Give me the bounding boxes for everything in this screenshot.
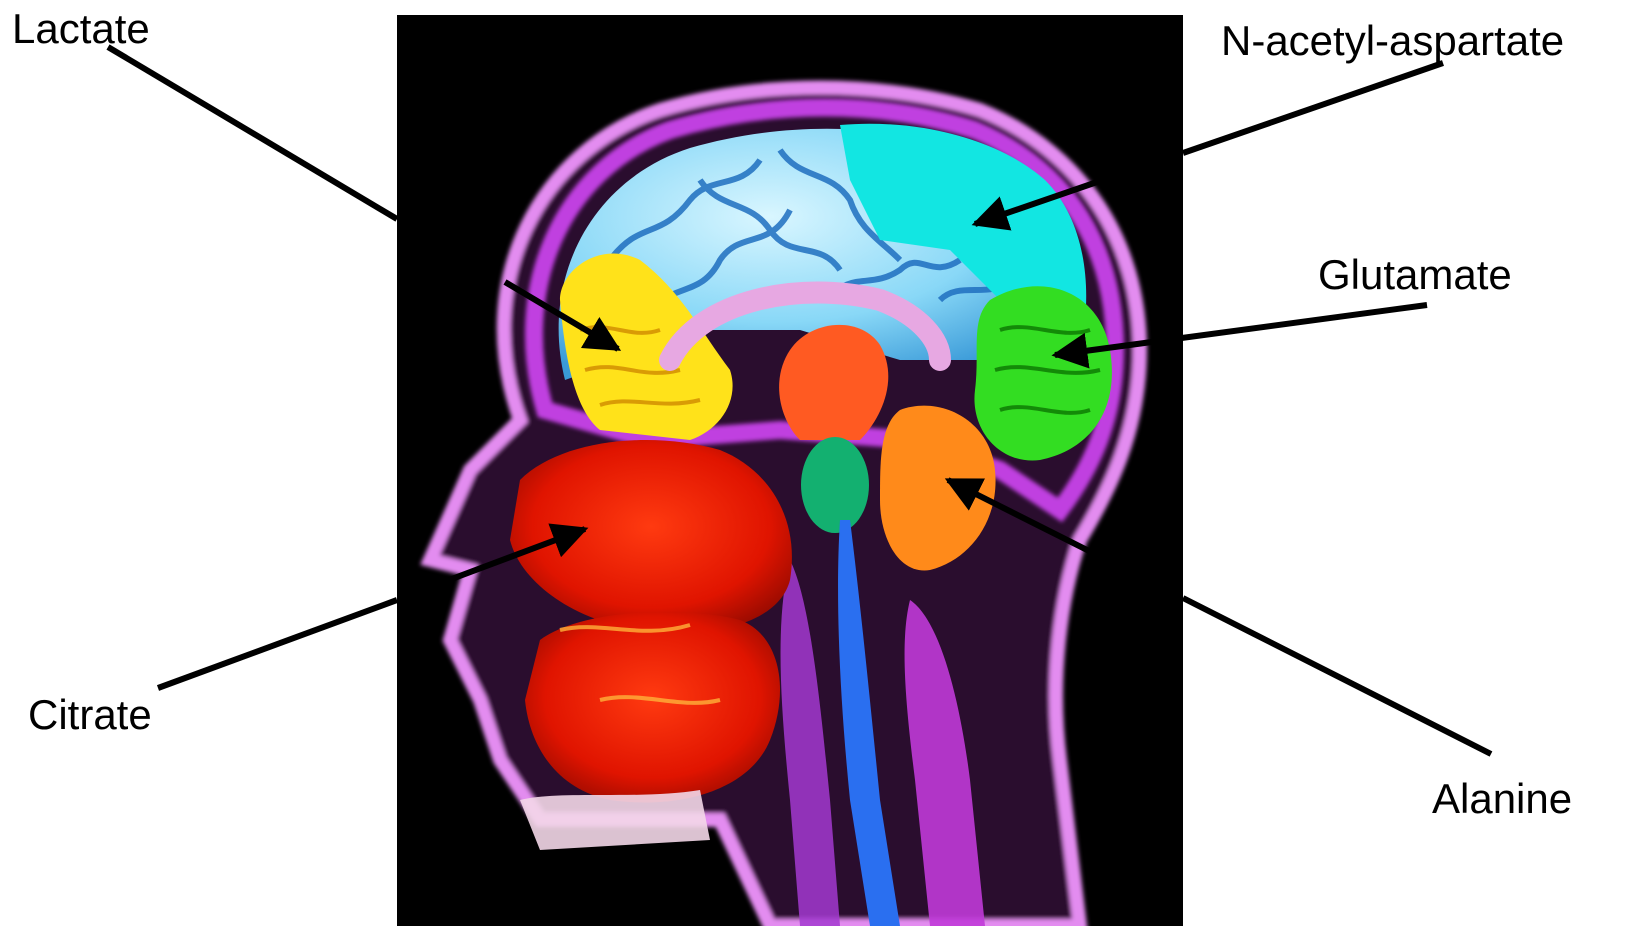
- label-lactate: Lactate: [12, 8, 150, 50]
- lactate-leader: [108, 47, 397, 219]
- label-citrate: Citrate: [28, 694, 152, 736]
- label-n-acetyl-aspartate: N-acetyl-aspartate: [1221, 20, 1564, 62]
- label-glutamate: Glutamate: [1318, 254, 1512, 296]
- pons-region: [801, 437, 869, 533]
- citrate-leader: [158, 600, 397, 688]
- label-alanine: Alanine: [1432, 778, 1572, 820]
- naa-leader: [1183, 63, 1443, 153]
- mri-image: [397, 15, 1183, 926]
- chin-region: [520, 790, 710, 850]
- mouth-region: [525, 612, 780, 803]
- alanine-leader: [1183, 598, 1491, 754]
